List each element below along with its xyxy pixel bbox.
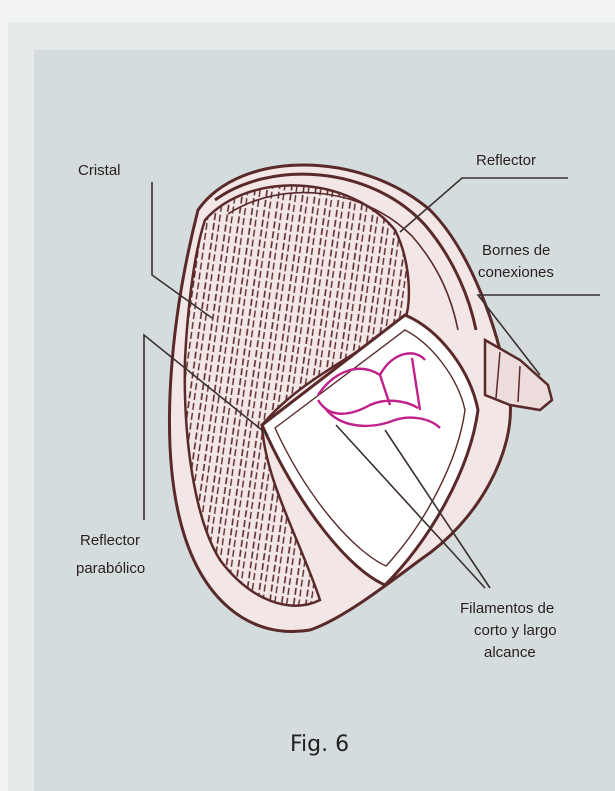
- label-bornes-line2: conexiones: [478, 262, 554, 284]
- label-filamentos-line3: alcance: [484, 642, 536, 664]
- label-filamentos-line2: corto y largo: [474, 620, 557, 642]
- label-reflector-parabolico-line1: Reflector: [80, 530, 140, 552]
- label-bornes-line1: Bornes de: [482, 240, 550, 262]
- label-reflector: Reflector: [476, 150, 536, 172]
- figure-caption: Fig. 6: [290, 732, 349, 757]
- label-cristal: Cristal: [78, 160, 121, 182]
- label-filamentos-line1: Filamentos de: [460, 598, 554, 620]
- label-reflector-parabolico-line2: parabólico: [76, 558, 145, 580]
